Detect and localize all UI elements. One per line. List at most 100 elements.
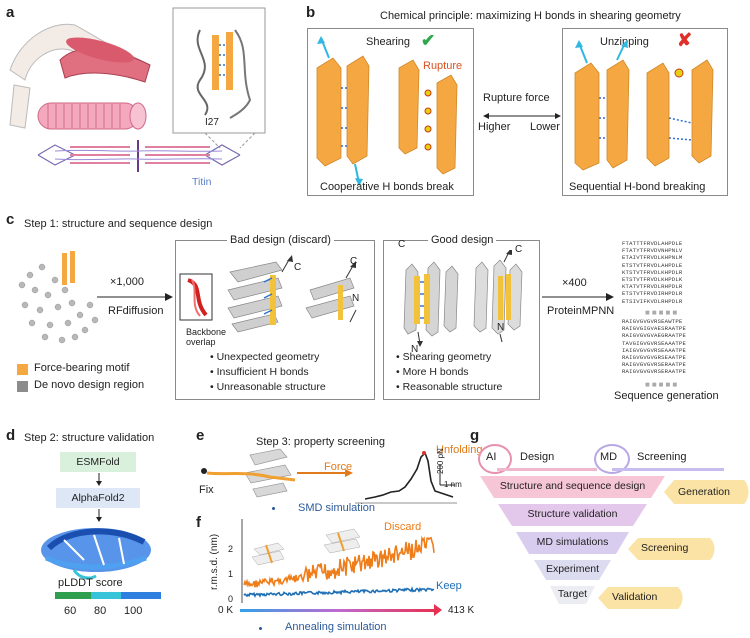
good-bullet-1: • Shearing geometry <box>396 351 492 363</box>
rupture-label: Rupture <box>423 60 463 72</box>
tag-generation-shape <box>664 480 749 504</box>
keep-label: Keep <box>436 580 462 592</box>
tag-validation-shape <box>598 587 683 609</box>
smd-caption: SMD simulation <box>298 502 376 514</box>
x-end-label: 413 K <box>448 605 475 616</box>
good-bullet-2: • More H bonds <box>396 366 469 378</box>
force-label: Force <box>324 461 353 473</box>
discard-label: Discard <box>384 521 422 533</box>
rfdiffusion-input-blob <box>18 251 99 344</box>
seq1-line: KTATVTFRVDLRHPDLR <box>622 283 683 291</box>
panel-letter-d: d <box>6 427 16 444</box>
ai-underline <box>497 468 597 471</box>
ytick-2: 2 <box>228 544 234 554</box>
tag-generation: Generation <box>678 486 730 498</box>
muscle-titin-illustration <box>9 7 266 172</box>
good-bullet-3: • Reasonable structure <box>396 381 503 393</box>
md-underline <box>612 468 724 471</box>
temperature-gradient-arrow <box>240 609 436 612</box>
bad-bullet-3: • Unreasonable structure <box>210 381 326 393</box>
multiplier-400: ×400 <box>562 277 587 289</box>
funnel-level-4: Experiment <box>545 563 600 575</box>
scale-y-label: 200 pN <box>436 448 445 474</box>
higher-label: Higher <box>478 121 511 133</box>
alphafold2-box: AlphaFold2 <box>56 488 140 508</box>
seq1-line: ETSTVTFRVDLAHPDLE <box>622 261 683 269</box>
seq1-line: ETAIVTFRVDLKHPNLM <box>622 254 683 262</box>
smd-bullet-dot <box>272 507 275 510</box>
bad-design-bullets: • Unexpected geometry • Insufficient H b… <box>210 350 326 395</box>
arrow-proteinmpnn <box>542 293 614 301</box>
seq2-line: RAIGVGIGVAESRAATPE <box>622 325 687 333</box>
panel-letter-e: e <box>196 427 205 444</box>
seq2-line: RAIGVGVGVRSERAATPE <box>622 368 687 376</box>
legend-swatch-motif <box>17 364 28 375</box>
seq1-line: FTATYTFRVDVNHPNLV <box>622 247 683 255</box>
rfdiffusion-label: RFdiffusion <box>108 305 164 317</box>
titin-label: Titin <box>192 176 212 188</box>
backbone-label-2: overlap <box>186 337 216 347</box>
seq-ellipsis-2: ■■■■■ <box>645 380 680 389</box>
arrow-down-1 <box>96 473 102 486</box>
arrow-down-2 <box>96 509 102 522</box>
seq-ellipsis-1: ■■■■■ <box>645 308 680 317</box>
legend-motif-label: Force-bearing motif <box>34 362 130 374</box>
sequence-block-1: FTATTTFRVDLAHPDLE FTATYTFRVDVNHPNLV ETAI… <box>622 240 696 305</box>
smd-illustration <box>201 448 457 504</box>
panel-letter-f: f <box>196 514 201 531</box>
bad-design-title: Bad design (discard) <box>227 234 334 246</box>
unzipping-box <box>562 28 728 196</box>
good-design-bullets: • Shearing geometry • More H bonds • Rea… <box>396 350 502 395</box>
temperature-arrowhead <box>434 604 442 616</box>
seq2-line: TAVGIGVGVRSEAAATPE <box>622 339 687 347</box>
ytick-0: 0 <box>228 594 234 604</box>
plddt-score-label: pLDDT score <box>58 577 123 589</box>
md-label: MD <box>600 451 618 463</box>
annealing-caption: Annealing simulation <box>285 621 387 633</box>
seq2-line: RAIGVGVGVGRSEAATPE <box>622 354 687 362</box>
plddt-structure <box>41 528 151 580</box>
seq2-line: RAIGVGVGVRSEAWTPE <box>622 318 683 325</box>
good-terminus-n1: N <box>411 344 419 355</box>
funnel-level-1: Structure and sequence design <box>499 480 646 492</box>
tag-screening-shape <box>628 538 715 560</box>
scale-x-label: 1 nm <box>444 480 462 489</box>
plddt-tick-100: 100 <box>124 605 143 617</box>
seq2-line: RAIGVGVGVRSERAATPE <box>622 361 687 369</box>
backbone-label-1: Backbone <box>186 327 227 337</box>
proteinmpnn-label: ProteinMPNN <box>547 305 615 317</box>
good-terminus-c2: C <box>515 244 523 255</box>
good-design-structures <box>403 250 523 347</box>
panel-letter-g: g <box>470 427 480 444</box>
ytick-1: 1 <box>228 569 234 579</box>
screening-top-label: Screening <box>637 451 687 463</box>
plddt-tick-60: 60 <box>64 605 77 617</box>
seq1-line: KTSTVTFRVDLKHPDLR <box>622 268 683 276</box>
step3-title: Step 3: property screening <box>256 436 386 448</box>
rupture-force-label: Rupture force <box>483 92 550 104</box>
sequential-caption: Sequential H-bond breaking <box>569 181 706 193</box>
bad-terminus-n: N <box>352 293 360 304</box>
plddt-bar-low <box>55 592 91 599</box>
good-terminus-c1: C <box>398 239 406 250</box>
cross-icon: ✘ <box>677 30 693 50</box>
i27-label: I27 <box>205 117 219 128</box>
unzipping-label: Unzipping <box>600 36 649 48</box>
funnel-level-3: MD simulations <box>536 536 609 548</box>
funnel <box>480 476 665 604</box>
panel-b-title: Chemical principle: maximizing H bonds i… <box>380 10 681 22</box>
lower-label: Lower <box>530 121 560 133</box>
bad-design-structures <box>179 255 357 333</box>
panel-letter-c: c <box>6 211 15 228</box>
design-label: Design <box>520 451 555 463</box>
seq1-line: ETSTVTFRVDLKHPDLK <box>622 276 683 284</box>
annealing-plot <box>241 519 435 603</box>
cooperative-caption: Cooperative H bonds break <box>320 181 454 193</box>
seq1-line: ETSIVIFKVDLRHPDLR <box>622 297 683 305</box>
funnel-level-2: Structure validation <box>527 508 618 520</box>
x-start-label: 0 K <box>218 605 234 616</box>
panel-letter-b: b <box>306 4 316 21</box>
bad-bullet-1: • Unexpected geometry <box>210 351 320 363</box>
plddt-bar-mid <box>91 592 121 599</box>
check-icon: ✔ <box>421 31 436 50</box>
